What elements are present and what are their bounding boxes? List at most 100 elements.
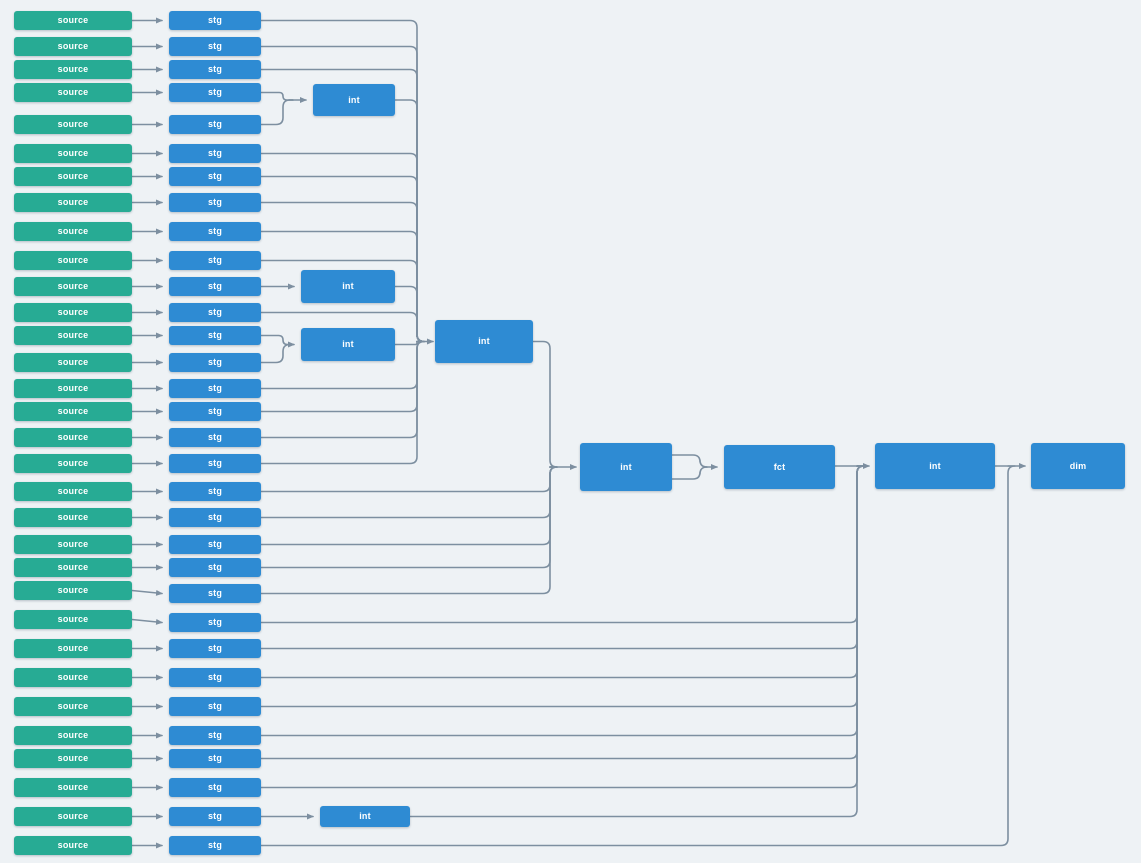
node-source_13[interactable]: source	[14, 326, 132, 345]
node-source_6[interactable]: source	[14, 144, 132, 163]
node-int_7[interactable]: int	[320, 806, 410, 827]
node-label: stg	[207, 730, 223, 740]
node-label: source	[57, 643, 89, 653]
node-stg_1[interactable]: stg	[169, 11, 261, 30]
node-label: fct	[773, 461, 786, 472]
node-fct_1[interactable]: fct	[724, 445, 835, 489]
edge	[260, 343, 294, 364]
node-source_31[interactable]: source	[14, 807, 132, 826]
node-stg_19[interactable]: stg	[169, 482, 261, 501]
node-stg_28[interactable]: stg	[169, 726, 261, 745]
node-source_16[interactable]: source	[14, 402, 132, 421]
node-label: stg	[207, 330, 223, 340]
node-stg_21[interactable]: stg	[169, 535, 261, 554]
node-stg_17[interactable]: stg	[169, 428, 261, 447]
node-source_28[interactable]: source	[14, 726, 132, 745]
node-dim_1[interactable]: dim	[1031, 443, 1125, 489]
node-stg_15[interactable]: stg	[169, 379, 261, 398]
node-label: stg	[207, 458, 223, 468]
node-source_18[interactable]: source	[14, 454, 132, 473]
node-int_1[interactable]: int	[313, 84, 395, 116]
node-stg_12[interactable]: stg	[169, 303, 261, 322]
node-source_7[interactable]: source	[14, 167, 132, 186]
node-label: source	[57, 119, 89, 129]
node-stg_20[interactable]: stg	[169, 508, 261, 527]
node-stg_27[interactable]: stg	[169, 697, 261, 716]
node-label: int	[348, 94, 360, 105]
node-stg_22[interactable]: stg	[169, 558, 261, 577]
node-stg_14[interactable]: stg	[169, 353, 261, 372]
node-label: source	[57, 357, 89, 367]
node-label: stg	[207, 432, 223, 442]
node-stg_2[interactable]: stg	[169, 37, 261, 56]
node-stg_8[interactable]: stg	[169, 193, 261, 212]
node-source_26[interactable]: source	[14, 668, 132, 687]
node-source_29[interactable]: source	[14, 749, 132, 768]
node-source_9[interactable]: source	[14, 222, 132, 241]
node-source_19[interactable]: source	[14, 482, 132, 501]
node-label: source	[57, 383, 89, 393]
node-source_17[interactable]: source	[14, 428, 132, 447]
node-stg_23[interactable]: stg	[169, 584, 261, 603]
node-stg_11[interactable]: stg	[169, 277, 261, 296]
node-source_32[interactable]: source	[14, 836, 132, 855]
edge	[260, 466, 558, 546]
node-source_21[interactable]: source	[14, 535, 132, 554]
node-source_30[interactable]: source	[14, 778, 132, 797]
node-source_15[interactable]: source	[14, 379, 132, 398]
node-source_25[interactable]: source	[14, 639, 132, 658]
node-source_11[interactable]: source	[14, 277, 132, 296]
node-stg_18[interactable]: stg	[169, 454, 261, 473]
node-stg_16[interactable]: stg	[169, 402, 261, 421]
node-source_8[interactable]: source	[14, 193, 132, 212]
node-source_10[interactable]: source	[14, 251, 132, 270]
edge	[671, 454, 708, 468]
node-source_20[interactable]: source	[14, 508, 132, 527]
node-source_23[interactable]: source	[14, 581, 132, 600]
node-source_3[interactable]: source	[14, 60, 132, 79]
node-int_3[interactable]: int	[301, 328, 395, 361]
node-label: stg	[207, 617, 223, 627]
node-stg_30[interactable]: stg	[169, 778, 261, 797]
node-label: stg	[207, 307, 223, 317]
node-source_12[interactable]: source	[14, 303, 132, 322]
node-int_4[interactable]: int	[435, 320, 533, 363]
edge	[260, 175, 425, 343]
node-label: source	[57, 486, 89, 496]
node-source_2[interactable]: source	[14, 37, 132, 56]
node-label: source	[57, 432, 89, 442]
node-int_2[interactable]: int	[301, 270, 395, 303]
node-source_1[interactable]: source	[14, 11, 132, 30]
node-label: int	[478, 336, 490, 346]
node-stg_29[interactable]: stg	[169, 749, 261, 768]
node-stg_32[interactable]: stg	[169, 836, 261, 855]
node-stg_7[interactable]: stg	[169, 167, 261, 186]
node-source_14[interactable]: source	[14, 353, 132, 372]
node-stg_4[interactable]: stg	[169, 83, 261, 102]
node-stg_26[interactable]: stg	[169, 668, 261, 687]
node-int_6[interactable]: int	[875, 443, 995, 489]
edge	[260, 466, 558, 493]
node-source_27[interactable]: source	[14, 697, 132, 716]
node-stg_24[interactable]: stg	[169, 613, 261, 632]
node-source_22[interactable]: source	[14, 558, 132, 577]
edge	[260, 99, 294, 126]
node-stg_5[interactable]: stg	[169, 115, 261, 134]
node-stg_31[interactable]: stg	[169, 807, 261, 826]
node-label: stg	[207, 753, 223, 763]
node-stg_3[interactable]: stg	[169, 60, 261, 79]
node-label: int	[620, 461, 632, 472]
node-label: stg	[207, 539, 223, 549]
node-stg_25[interactable]: stg	[169, 639, 261, 658]
node-stg_6[interactable]: stg	[169, 144, 261, 163]
node-stg_9[interactable]: stg	[169, 222, 261, 241]
node-int_5[interactable]: int	[580, 443, 672, 491]
node-source_4[interactable]: source	[14, 83, 132, 102]
node-source_24[interactable]: source	[14, 610, 132, 629]
node-label: stg	[207, 588, 223, 598]
node-stg_10[interactable]: stg	[169, 251, 261, 270]
node-stg_13[interactable]: stg	[169, 326, 261, 345]
node-label: stg	[207, 782, 223, 792]
node-source_5[interactable]: source	[14, 115, 132, 134]
